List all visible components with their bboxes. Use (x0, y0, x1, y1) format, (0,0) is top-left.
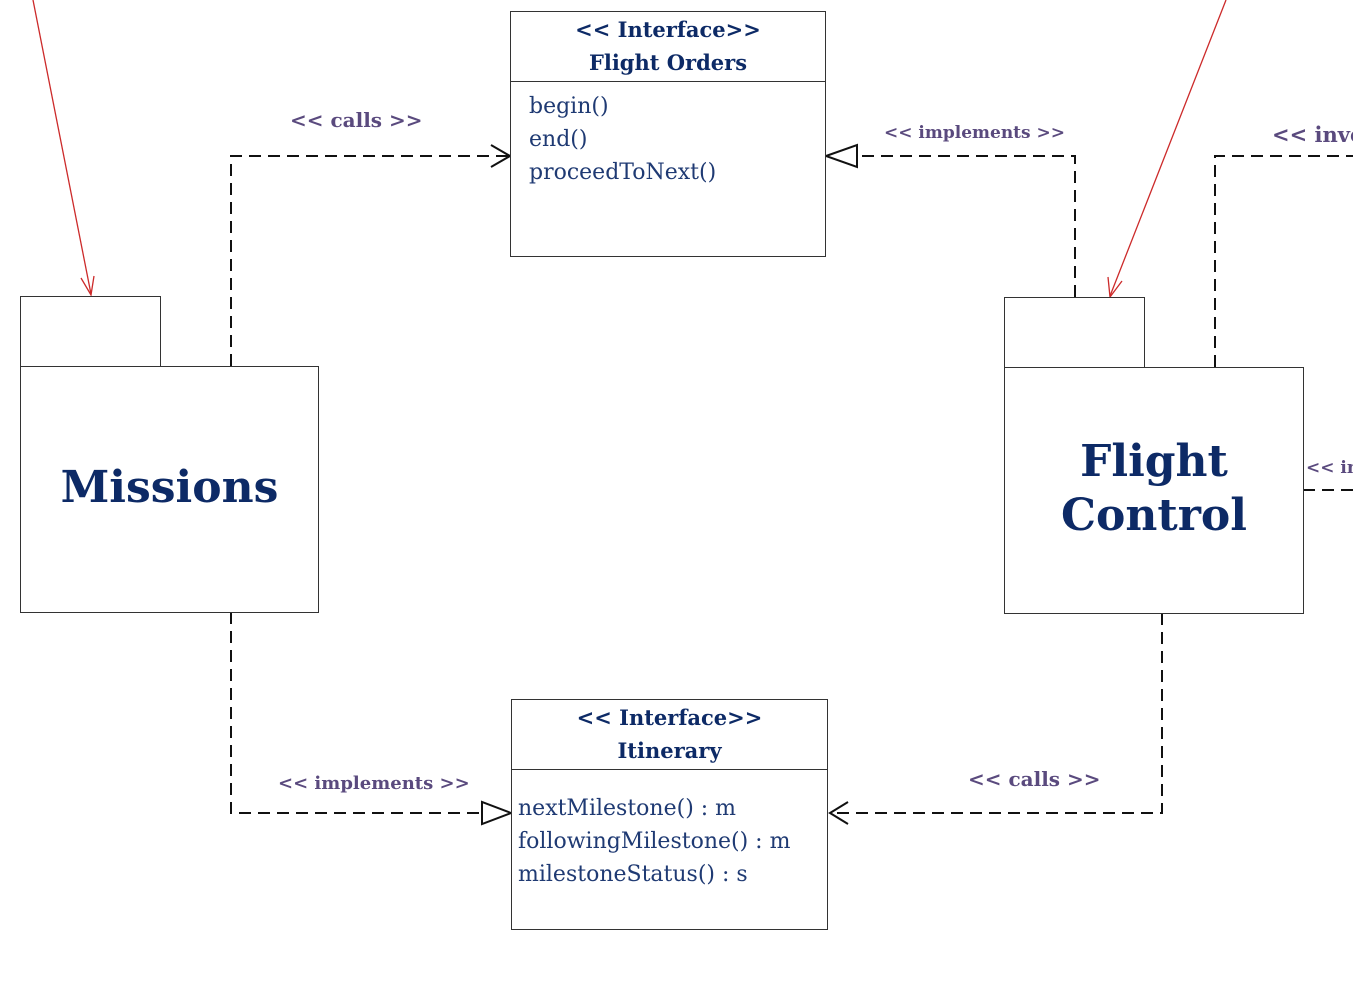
flight-orders-title: Flight Orders (588, 50, 748, 75)
method-milestone-status: milestoneStatus() : s (518, 862, 748, 887)
fc-right-label: << in (1306, 458, 1353, 478)
fc-invokes-line (1214, 155, 1353, 367)
flight-control-name-line1: Flight (1080, 436, 1228, 487)
fc-implements-orders-line (857, 155, 1076, 297)
calls-arrowhead-itinerary (828, 801, 849, 825)
itinerary-interface[interactable]: << Interface>> Itinerary nextMilestone()… (511, 699, 828, 930)
missions-package[interactable]: Missions (20, 366, 319, 613)
flight-orders-methods: begin() end() proceedToNext() (511, 82, 825, 189)
missions-calls-label: << calls >> (290, 108, 423, 132)
flight-orders-stereotype: << Interface>> (575, 17, 761, 42)
flight-control-package[interactable]: Flight Control (1004, 367, 1304, 614)
itinerary-title: Itinerary (617, 738, 722, 763)
flight-orders-interface[interactable]: << Interface>> Flight Orders begin() end… (510, 11, 826, 257)
fc-calls-itinerary-line (830, 613, 1163, 814)
annotation-arrow-missions (32, 0, 92, 295)
itinerary-stereotype: << Interface>> (576, 705, 763, 730)
method-end: end() (529, 127, 588, 152)
missions-package-tab[interactable] (20, 296, 161, 367)
fc-implements-orders-label: << implements >> (884, 123, 1066, 143)
method-following-milestone: followingMilestone() : m (518, 829, 791, 854)
flight-control-package-tab[interactable] (1004, 297, 1145, 368)
method-proceed-to-next: proceedToNext() (529, 160, 717, 185)
method-next-milestone: nextMilestone() : m (518, 796, 737, 821)
missions-implements-itinerary-line (230, 612, 482, 814)
annotation-arrowhead-flight-control (1107, 276, 1123, 299)
flight-control-name-line2: Control (1061, 490, 1247, 541)
fc-calls-itinerary-label: << calls >> (968, 767, 1101, 791)
fc-invokes-label: << invo (1272, 122, 1353, 147)
missions-implements-itinerary-label: << implements >> (278, 773, 470, 794)
itinerary-methods: nextMilestone() : m followingMilestone()… (512, 770, 827, 891)
annotation-arrow-flight-control (1109, 0, 1227, 297)
missions-calls-orders-line (230, 155, 508, 366)
annotation-arrowhead-missions (80, 275, 95, 297)
itinerary-header: << Interface>> Itinerary (512, 700, 827, 770)
realization-arrowhead-itinerary (481, 800, 514, 826)
realization-arrowhead-orders (823, 143, 858, 169)
flight-orders-header: << Interface>> Flight Orders (511, 12, 825, 82)
method-begin: begin() (529, 94, 609, 119)
missions-package-name: Missions (60, 462, 279, 513)
